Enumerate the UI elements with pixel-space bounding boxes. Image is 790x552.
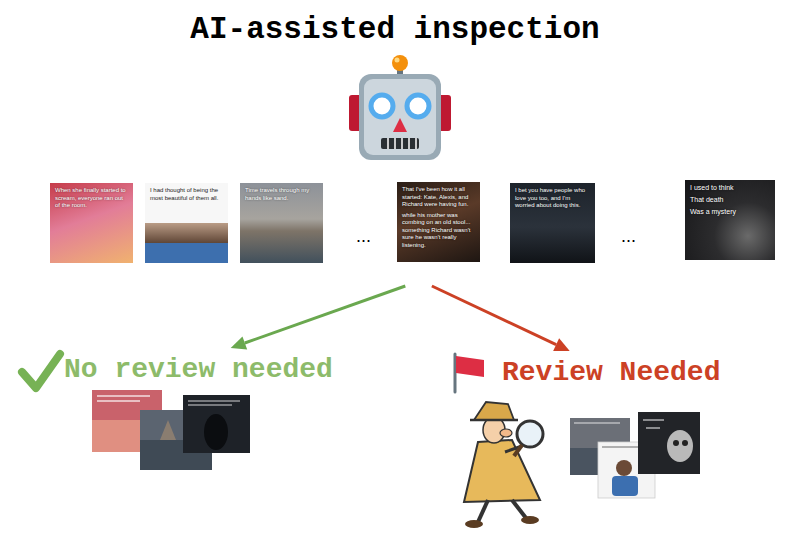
arrow-line (432, 286, 556, 345)
node-text: I had thought of being the most beautifu… (150, 187, 223, 202)
node-text: No review needed (64, 354, 333, 385)
node-text: Was a mystery (690, 208, 770, 217)
flag-icon (455, 354, 484, 392)
image-thumbnail: I used to thinkThat deathWas a mystery (685, 180, 775, 260)
node-text: That death (690, 196, 770, 205)
flow-arrow (432, 286, 570, 351)
detective-figure (464, 402, 543, 528)
node-text: When she finally started to scream, ever… (55, 187, 128, 210)
node-text: while his mother was combing on an old s… (402, 212, 475, 250)
node-text: That I've been how it all started: Kate,… (402, 186, 475, 209)
ellipsis-label: ... (356, 226, 371, 247)
node-text: Time travels through my hands like sand. (245, 187, 318, 202)
image-thumbnail: I bet you have people who love you too, … (510, 183, 595, 263)
category-label: No review needed (64, 354, 333, 385)
check-mark (22, 354, 60, 388)
image-thumbnail: When she finally started to scream, ever… (50, 183, 133, 263)
ellipsis-label: ... (621, 226, 636, 247)
image-thumbnail: I had thought of being the most beautifu… (145, 183, 228, 263)
category-label: Review Needed (502, 357, 720, 388)
diagram-title: AI-assisted inspection (0, 12, 790, 47)
image-thumbnail: That I've been how it all started: Kate,… (397, 182, 480, 262)
robot-icon (349, 55, 451, 160)
node-text: I bet you have people who love you too, … (515, 187, 590, 210)
arrow-line (245, 286, 405, 343)
image-thumbnail: Time travels through my hands like sand. (240, 183, 323, 263)
arrow-head (231, 336, 247, 349)
passed-thumbnails (92, 390, 250, 470)
flow-arrow (231, 286, 406, 350)
node-text: Review Needed (502, 357, 720, 388)
node-text: I used to think (690, 184, 770, 193)
flagged-thumbnails (570, 412, 700, 498)
